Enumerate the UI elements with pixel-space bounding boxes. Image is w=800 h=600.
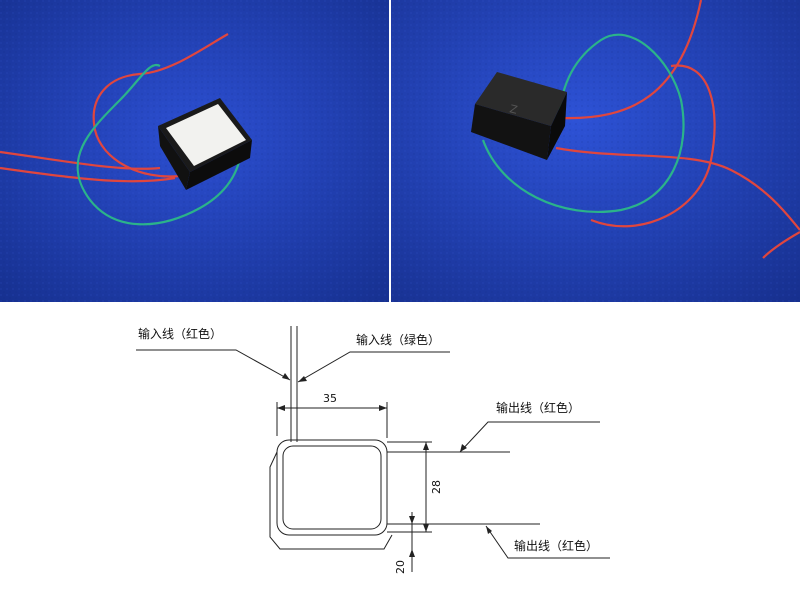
- technical-drawing: 输入线（红色） 输入线（绿色） 输出线（红色） 输出线（红色） 35 28 20: [0, 302, 800, 600]
- arrow: [409, 516, 415, 524]
- red-wire-middle: [555, 146, 800, 231]
- photo-right: Z: [391, 0, 800, 302]
- potted-module-black: Z: [471, 72, 567, 160]
- arrow: [277, 405, 285, 411]
- label-output-top: 输出线（红色）: [496, 400, 580, 415]
- label-input-red: 输入线（红色）: [138, 326, 222, 341]
- leader-input-red: [136, 349, 291, 381]
- green-wire: [76, 63, 242, 226]
- arrow: [486, 526, 492, 534]
- module-outline-depth: [269, 451, 393, 550]
- leader-output-top: [459, 421, 600, 453]
- red-wire-left-2: [0, 166, 176, 183]
- photo-left-canvas: [0, 0, 389, 302]
- green-wire: [481, 33, 685, 213]
- potted-module-white-face: [158, 98, 252, 190]
- red-wire-end: [762, 231, 800, 259]
- arrow: [409, 549, 415, 557]
- red-wire-input: [92, 33, 229, 178]
- dimension-arrows: [277, 373, 492, 557]
- arrow: [282, 373, 290, 380]
- photo-divider: [389, 0, 391, 302]
- red-wire-upper: [560, 0, 703, 120]
- label-input-green: 输入线（绿色）: [356, 332, 440, 347]
- red-wire-left-1: [0, 150, 161, 170]
- module-outline-outer: [276, 439, 388, 536]
- arrow: [379, 405, 387, 411]
- dim-thickness-value: 20: [394, 560, 407, 574]
- dim-height-value: 28: [430, 480, 443, 494]
- photo-left: [0, 0, 389, 302]
- module-outline-inner: [282, 445, 382, 530]
- arrow: [423, 524, 429, 532]
- module-marking: Z: [508, 102, 519, 117]
- drawing-canvas: 输入线（红色） 输入线（绿色） 输出线（红色） 输出线（红色） 35 28 20: [136, 326, 610, 574]
- background-texture: [391, 0, 800, 302]
- arrow: [460, 444, 467, 452]
- red-wire-loop: [590, 64, 716, 228]
- photo-right-canvas: Z: [391, 0, 800, 302]
- label-output-bottom: 输出线（红色）: [514, 538, 598, 553]
- dim-width-value: 35: [323, 392, 337, 405]
- arrow: [298, 376, 307, 382]
- arrow: [423, 442, 429, 450]
- leader-output-bottom: [485, 525, 610, 559]
- leader-input-green: [297, 351, 450, 383]
